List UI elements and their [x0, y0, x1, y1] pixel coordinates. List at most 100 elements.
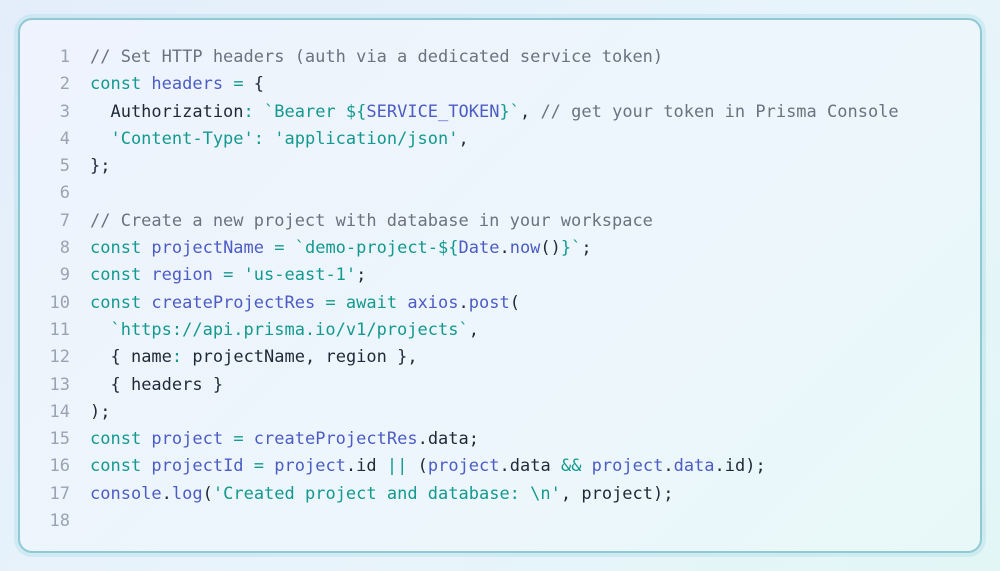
line-number: 15	[49, 429, 70, 450]
code-block-card: 1// Set HTTP headers (auth via a dedicat…	[18, 18, 982, 553]
code-token-ident: project	[274, 456, 346, 477]
code-line: 4 'Content-Type': 'application/json',	[20, 126, 980, 153]
code-token-prop: Authorization	[90, 101, 244, 122]
code-token-ident: now	[509, 238, 541, 259]
code-line: 13 { headers }	[20, 372, 980, 399]
line-number: 10	[49, 292, 70, 313]
code-token-keyword: const	[90, 429, 152, 450]
code-line-content: const project = createProjectRes.data;	[90, 426, 479, 453]
code-token-ident: post	[468, 292, 510, 313]
code-token-ident: console	[90, 483, 162, 504]
code-token-punct: ,	[304, 347, 326, 368]
code-token-punct: .	[499, 238, 510, 259]
code-token-punct: ;	[581, 238, 592, 259]
code-line-content: 'Content-Type': 'application/json',	[90, 126, 468, 153]
code-line: 1// Set HTTP headers (auth via a dedicat…	[20, 44, 980, 71]
code-token-op: :	[243, 101, 265, 122]
code-token-punct: },	[386, 347, 418, 368]
code-token-punct: (	[202, 483, 213, 504]
code-token-string: 'Content-Type'	[90, 128, 254, 149]
code-token-plain: region	[325, 347, 387, 368]
code-line-content: const projectId = project.id || (project…	[90, 453, 766, 480]
code-token-plain: headers	[130, 374, 203, 395]
code-token-plain: projectName	[192, 347, 305, 368]
code-line-content: // Create a new project with database in…	[90, 208, 653, 235]
code-token-punct: (	[417, 456, 428, 477]
code-line-content: console.log('Created project and databas…	[90, 481, 674, 508]
code-line-content: const projectName = `demo-project-${Date…	[90, 235, 592, 262]
code-line: 12 { name: projectName, region },	[20, 344, 980, 371]
code-token-ident: project	[151, 429, 224, 450]
code-token-punct: .	[345, 456, 357, 477]
code-token-plain: id	[356, 456, 377, 477]
line-number: 18	[49, 511, 70, 532]
code-token-ident: createProjectRes	[253, 429, 418, 450]
line-number: 11	[49, 319, 70, 340]
code-token-op: =	[243, 456, 275, 477]
code-line-content: { name: projectName, region },	[90, 344, 418, 371]
code-token-punct: .	[663, 456, 674, 477]
code-token-plain: id	[724, 456, 746, 477]
code-line: 9 const region = 'us-east-1';	[20, 262, 980, 289]
line-number: 17	[49, 483, 70, 504]
line-number: 16	[49, 456, 70, 477]
code-line-content: // Set HTTP headers (auth via a dedicate…	[90, 44, 663, 71]
code-line: 11 `https://api.prisma.io/v1/projects`,	[20, 317, 980, 344]
code-token-string: 'us-east-1'	[243, 265, 357, 286]
line-number: 8	[59, 238, 70, 259]
line-number: 9	[59, 265, 70, 286]
code-token-punct: );	[745, 456, 766, 477]
code-token-op: =	[264, 238, 295, 259]
code-token-ident: projectId	[151, 456, 244, 477]
code-token-op: &&	[550, 456, 592, 477]
code-line: 5};	[20, 153, 980, 180]
code-line: 18	[20, 508, 980, 535]
code-line-content: Authorization: `Bearer ${SERVICE_TOKEN}`…	[90, 99, 898, 126]
line-number: 13	[49, 374, 70, 395]
line-number: 12	[49, 347, 70, 368]
code-token-ident: createProjectRes	[151, 292, 316, 313]
code-token-punct: .	[417, 429, 428, 450]
code-line: 7 // Create a new project with database i…	[20, 208, 980, 235]
code-line-content: const region = 'us-east-1';	[90, 262, 366, 289]
code-token-keyword: const	[90, 74, 152, 95]
code-token-ident: headers	[151, 74, 224, 95]
code-editor[interactable]: 1// Set HTTP headers (auth via a dedicat…	[20, 44, 980, 535]
code-token-op: =	[212, 265, 244, 286]
code-token-punct: }	[202, 374, 224, 395]
code-token-keyword: const	[90, 265, 152, 286]
code-line: 3 Authorization: `Bearer ${SERVICE_TOKEN…	[20, 99, 980, 126]
code-token-punct: {	[90, 347, 131, 368]
code-token-plain: project	[581, 483, 654, 504]
code-token-string: `demo-project-${	[294, 238, 459, 259]
code-token-op: ||	[376, 456, 418, 477]
code-token-comment: // Create a new project with database in…	[90, 210, 653, 231]
code-token-string: `https://api.prisma.io/v1/projects`	[90, 319, 469, 340]
line-number: 3	[59, 101, 70, 122]
code-line: 15 const project = createProjectRes.data;	[20, 426, 980, 453]
code-token-punct: {	[253, 74, 265, 95]
code-token-string: 'application/json'	[274, 128, 459, 149]
code-token-punct: ;	[356, 265, 367, 286]
code-token-punct: ()	[540, 238, 561, 259]
code-token-op: =	[223, 429, 254, 450]
code-line-content: const createProjectRes = await axios.pos…	[90, 290, 520, 317]
code-line-content: };	[90, 153, 110, 180]
code-token-string: }`	[560, 238, 582, 259]
code-token-keyword: await	[345, 292, 408, 313]
code-token-punct: .	[161, 483, 172, 504]
code-line-content: );	[90, 399, 110, 426]
code-token-punct: ,	[519, 101, 541, 122]
code-line-content: const headers = {	[90, 71, 264, 98]
code-token-ident: project	[591, 456, 664, 477]
line-number: 7	[59, 210, 70, 231]
code-token-ident: region	[151, 265, 213, 286]
code-token-punct: .	[458, 292, 469, 313]
code-token-punct: ;	[468, 429, 480, 450]
code-token-keyword: const	[90, 238, 152, 259]
code-token-string: ${	[345, 101, 367, 122]
code-token-op: :	[171, 347, 193, 368]
line-number: 4	[59, 128, 70, 149]
